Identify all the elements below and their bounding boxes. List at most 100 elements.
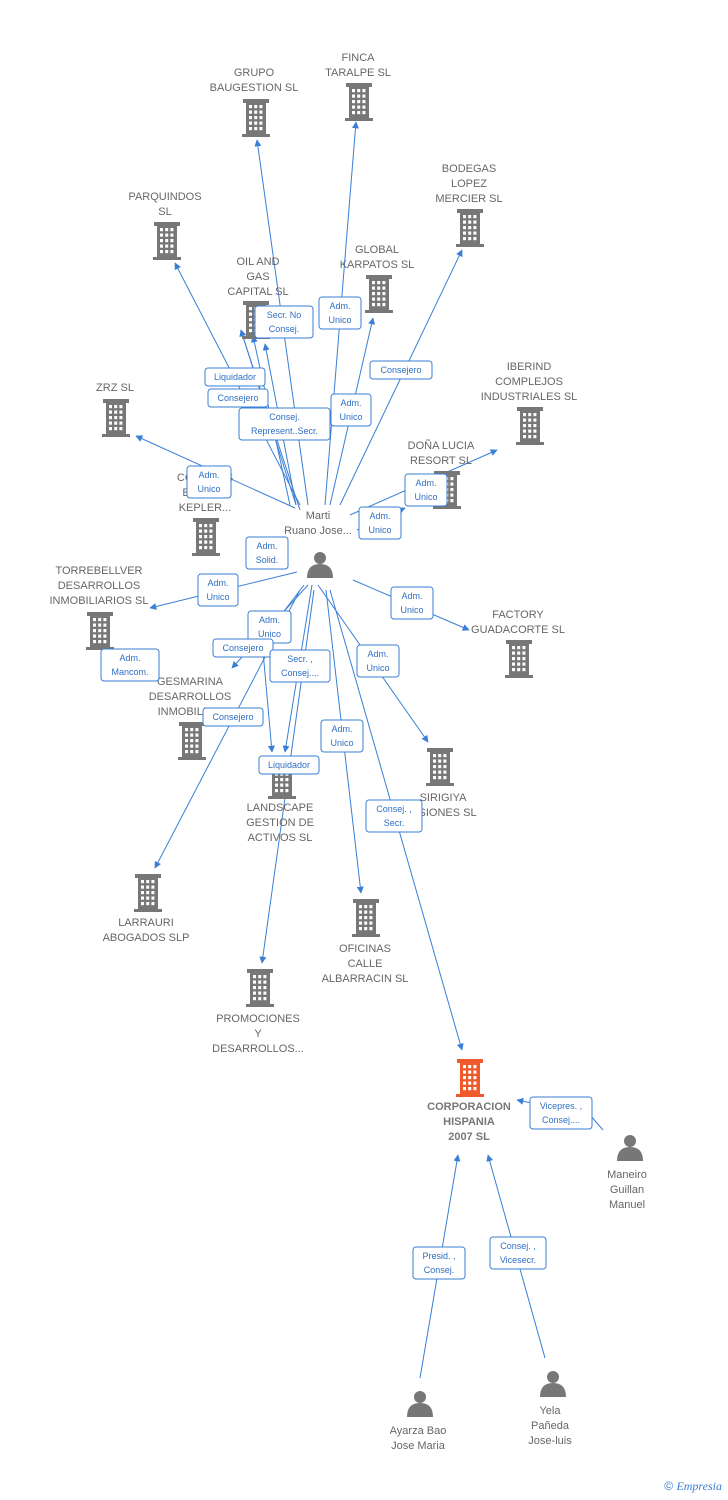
role-badge[interactable]: Adm. Unico xyxy=(318,296,362,330)
node-label-line: LARRAURI xyxy=(118,917,174,929)
role-badge[interactable]: Adm.Unico xyxy=(356,644,400,678)
node-label-line: CAPITAL SL xyxy=(227,286,288,298)
role-badge[interactable]: Adm.Unico xyxy=(186,465,232,499)
person-body xyxy=(407,1403,433,1417)
role-badge-text: Consej.... xyxy=(542,1115,580,1125)
role-badge-box xyxy=(269,649,331,683)
role-badge-text: Adm. xyxy=(367,649,388,659)
role-badge[interactable]: Adm.Unico xyxy=(358,506,402,540)
role-badge[interactable]: Adm.Solid. xyxy=(245,536,289,570)
node-label-line: DESARROLLOS... xyxy=(212,1043,304,1055)
role-badge-text: Vicesecr. xyxy=(500,1255,536,1265)
role-badge-text: Adm. xyxy=(259,615,280,625)
company-icon xyxy=(102,399,130,437)
role-badge[interactable]: Adm.Unico xyxy=(390,586,434,620)
role-badge[interactable]: Liquidador xyxy=(204,367,266,387)
edge-8 xyxy=(239,329,301,511)
role-badge[interactable]: Adm.Unico xyxy=(330,393,372,427)
node-label-line: ABOGADOS SLP xyxy=(103,932,190,944)
role-badge[interactable]: Consej. ,Secr. xyxy=(365,799,423,833)
role-badge-text: Unico xyxy=(258,629,281,639)
role-badge[interactable]: Consej. , Vicesecr. xyxy=(489,1236,547,1270)
role-badge[interactable]: Consejero xyxy=(207,388,269,408)
role-badge[interactable]: Consej.Represent..Secr. xyxy=(238,407,331,441)
role-badge-text: Solid. xyxy=(256,555,279,565)
role-badge[interactable]: Adm.Unico xyxy=(197,573,239,607)
role-badge-text: Consej. , xyxy=(500,1241,536,1251)
node-label-line: OFICINAS xyxy=(339,943,391,955)
role-badge-text: Consejero xyxy=(380,365,421,375)
footer-brand[interactable]: © Empresia xyxy=(664,1479,722,1494)
role-badge-text: Secr. No xyxy=(267,310,302,320)
role-badge[interactable]: Secr. ,Consej.... xyxy=(269,649,331,683)
role-badge[interactable]: Consejero xyxy=(212,638,274,658)
role-badge[interactable]: Consejero xyxy=(369,360,433,380)
node-label-line: GRUPO xyxy=(234,67,275,79)
role-badge-text: Unico xyxy=(400,605,423,615)
role-badge[interactable]: Adm.Mancom. xyxy=(100,648,160,682)
role-badge-box xyxy=(365,799,423,833)
role-badge[interactable]: Adm.Unico xyxy=(320,719,364,753)
node-label-line: INDUSTRIALES SL xyxy=(481,391,578,403)
company-icon xyxy=(134,874,162,912)
node-label-line: GESTION DE xyxy=(246,817,314,829)
role-badge[interactable]: Adm.Unico xyxy=(404,473,448,507)
node-label-line: INMOBILIARIOS SL xyxy=(49,595,148,607)
company-icon xyxy=(246,969,274,1007)
role-badge-box xyxy=(358,506,402,540)
company-icon xyxy=(178,722,206,760)
role-badge[interactable]: Liquidador xyxy=(258,755,320,775)
role-badge-text: Consej. , xyxy=(376,804,412,814)
role-badge[interactable]: Presid. ,Consej. xyxy=(412,1246,466,1280)
role-badge-text: Adm. xyxy=(119,653,140,663)
role-badge[interactable]: Consejero xyxy=(202,707,264,727)
company-icon xyxy=(365,275,393,313)
node-label-line: TORREBELLVER xyxy=(55,565,142,577)
role-badge-text: Unico xyxy=(328,315,351,325)
node-sirigiya[interactable]: SIRIGIYA...SIONES SL xyxy=(409,748,477,819)
role-badge-box xyxy=(320,719,364,753)
role-badge-text: Secr. , xyxy=(287,654,313,664)
role-badge-box xyxy=(412,1246,466,1280)
company-icon xyxy=(345,83,373,121)
role-badge-text: Adm. xyxy=(415,478,436,488)
node-label-line: LOPEZ xyxy=(451,178,487,190)
role-badge-box xyxy=(529,1096,593,1130)
role-badge[interactable]: Vicepres. ,Consej.... xyxy=(529,1096,593,1130)
role-badge-text: Unico xyxy=(197,484,220,494)
role-badge-text: Adm. xyxy=(369,511,390,521)
role-badge-text: Consejero xyxy=(212,712,253,722)
node-zrz[interactable]: ZRZ SL xyxy=(96,382,134,437)
role-badge[interactable]: Adm. Unico xyxy=(247,610,292,644)
node-label-line: OIL AND xyxy=(237,256,280,268)
role-badge-text: Adm. xyxy=(329,301,350,311)
node-larrauri[interactable]: LARRAURI ABOGADOS SLP xyxy=(103,874,190,944)
person-body xyxy=(617,1147,643,1161)
